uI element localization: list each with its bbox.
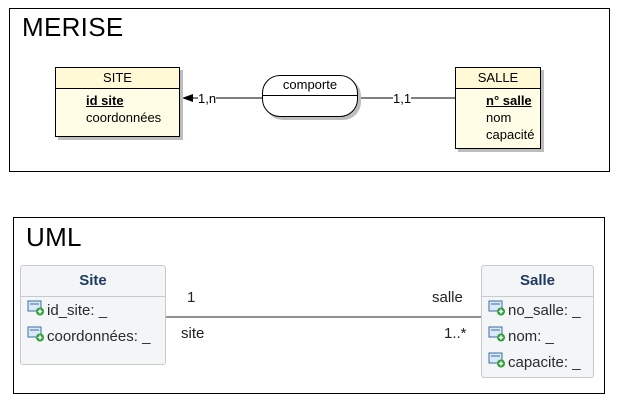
site-class-name: Site [21,266,165,297]
salle-entity-attr: nom [486,110,512,125]
site-class-attribute: id_site: _ [27,300,107,320]
site-role: site [181,325,205,342]
salle-role: salle [432,289,463,306]
salle-entity-name: SALLE [456,68,540,89]
uml-title: UML [26,222,82,252]
site-entity[interactable]: SITE id site coordonnées [55,67,180,137]
arrowhead-icon [182,94,193,102]
salle-class[interactable]: Salle no_salle: _ nom: _ capacite: _ [481,265,594,378]
salle-class-attribute: capacite: _ [488,352,581,372]
salle-multiplicity: 1..* [444,325,467,342]
salle-class-attribute: nom: _ [488,326,554,346]
site-entity-name: SITE [56,68,179,89]
salle-entity-key: n° salle [486,93,532,108]
attribute-label: coordonnées: _ [47,327,151,345]
salle-class-name: Salle [482,266,593,297]
attribute-label: capacite: _ [508,353,581,371]
uml-panel: UML 1 site salle 1..* Site id_site: _ co… [13,217,605,394]
attribute-icon [27,326,45,348]
site-entity-key: id site [86,93,124,108]
salle-class-attribute: no_salle: _ [488,300,581,320]
merise-title: MERISE [22,12,124,42]
site-cardinality: 1,n [198,91,217,106]
site-class[interactable]: Site id_site: _ coordonnées: _ [20,265,166,365]
association-name: comporte [263,76,357,96]
site-class-attribute: coordonnées: _ [27,326,150,346]
comporte-association[interactable]: comporte [262,75,358,117]
salle-cardinality: 1,1 [393,91,412,106]
uml-connectors [166,316,481,318]
salle-entity[interactable]: SALLE n° salle nom capacité [455,67,541,149]
attribute-label: id_site: _ [47,301,108,319]
attribute-label: no_salle: _ [508,301,581,319]
site-entity-attr: coordonnées [86,110,162,125]
attribute-icon [488,300,506,322]
salle-entity-attr: capacité [486,127,535,142]
site-multiplicity: 1 [187,289,196,306]
merise-panel: MERISE SITE id site coordonnées comporte… [9,8,610,172]
attribute-icon [488,326,506,348]
attribute-label: nom: _ [508,327,554,345]
attribute-icon [488,352,506,374]
attribute-icon [27,300,45,322]
